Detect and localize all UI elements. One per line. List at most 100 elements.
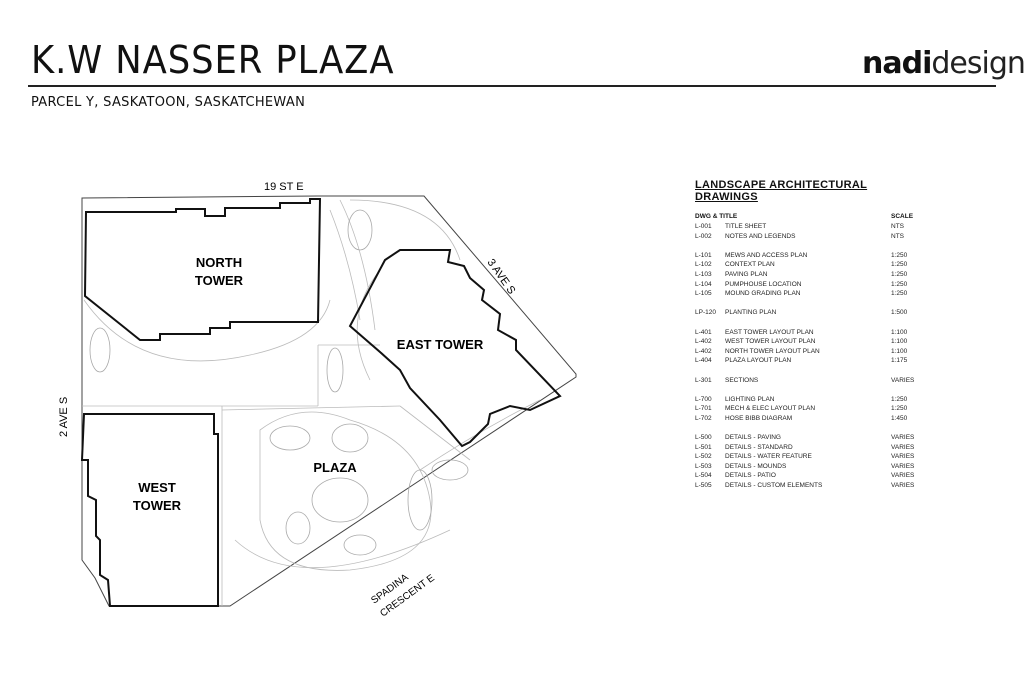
drawing-title: PLANTING PLAN [725,309,777,317]
drawing-scale: VARIES [891,376,915,384]
drawing-title: PUMPHOUSE LOCATION [725,280,802,288]
drawing-scale: NTS [891,223,904,230]
drawing-row: L-501 DETAILS - STANDARD VARIES [695,443,925,453]
drawing-list-heading: LANDSCAPE ARCHITECTURAL DRAWINGS [695,179,868,203]
drawing-code: L-001 [695,223,712,230]
page-subtitle: PARCEL Y, SASKATOON, SASKATCHEWAN [31,95,306,110]
drawing-scale: VARIES [891,443,915,451]
drawing-row: L-402 WEST TOWER LAYOUT PLAN 1:100 [695,337,925,347]
column-scale-header: SCALE [891,213,914,220]
west-tower-label-1: WEST [138,480,176,495]
drawing-code: L-701 [695,405,712,413]
drawing-title: TITLE SHEET [725,223,767,230]
drawing-code: L-301 [695,376,712,384]
drawing-code: L-700 [695,395,712,403]
east-tower-footprint [348,249,562,448]
drawing-title: DETAILS - WATER FEATURE [725,453,812,461]
drawing-title: PLAZA LAYOUT PLAN [725,357,792,365]
drawing-code: L-505 [695,482,712,490]
drawing-code: L-104 [695,280,712,288]
drawing-title: NOTES AND LEGENDS [725,232,796,240]
drawing-scale: 1:100 [891,338,908,346]
drawing-code: L-401 [695,328,712,336]
drawing-code: L-103 [695,270,712,278]
drawing-scale: 1:100 [891,328,908,336]
drawing-title: WEST TOWER LAYOUT PLAN [725,338,816,346]
drawing-code: L-501 [695,443,712,451]
street-label-west: 2 AVE S [58,397,70,437]
drawing-scale: 1:250 [891,395,908,403]
drawing-row: LP-120 PLANTING PLAN 1:500 [695,308,925,318]
drawing-code: L-702 [695,414,712,422]
company-logo: nadidesign [862,46,1024,81]
drawing-title: MECH & ELEC LAYOUT PLAN [725,405,816,413]
drawing-scale: 1:175 [891,357,908,365]
drawing-title: MEWS AND ACCESS PLAN [725,251,808,259]
logo-bold-text: nadi [862,46,932,81]
street-label-east: 3 AVE S [485,257,518,297]
drawing-code: L-504 [695,472,712,480]
drawing-code: L-402 [695,347,712,355]
drawing-code: L-102 [695,261,712,269]
column-title-header: DWG & TITLE [695,213,738,220]
drawing-title: NORTH TOWER LAYOUT PLAN [725,347,820,355]
drawing-scale: 1:250 [891,405,908,413]
drawing-scale: VARIES [891,472,915,480]
drawing-code: L-402 [695,338,712,346]
drawing-code: LP-120 [695,309,716,317]
drawing-scale: 1:250 [891,280,908,288]
group-spacer [695,318,925,328]
header-rule [28,85,996,87]
drawing-title: MOUND GRADING PLAN [725,290,801,298]
group-spacer [695,241,925,251]
drawing-title: SECTIONS [725,376,759,384]
drawing-row: L-404 PLAZA LAYOUT PLAN 1:175 [695,356,925,366]
drawing-scale: 1:250 [891,261,908,269]
drawing-row: L-301 SECTIONS VARIES [695,376,925,386]
drawing-row: L-504 DETAILS - PATIO VARIES [695,471,925,481]
drawing-scale: 1:450 [891,414,908,422]
drawing-title: CONTEXT PLAN [725,261,775,269]
drawing-scale: 1:500 [891,309,908,317]
plaza-mounds [89,209,469,556]
drawing-row: L-702 HOSE BIBB DIAGRAM 1:450 [695,414,925,424]
drawing-title: HOSE BIBB DIAGRAM [725,414,793,422]
drawing-title: DETAILS - MOUNDS [725,462,787,470]
drawing-scale: 1:250 [891,251,908,259]
drawing-row: L-502 DETAILS - WATER FEATURE VARIES [695,452,925,462]
drawing-row: L-102 CONTEXT PLAN 1:250 [695,260,925,270]
drawing-code: L-404 [695,357,712,365]
drawing-code: L-502 [695,453,712,461]
drawing-row: L-104 PUMPHOUSE LOCATION 1:250 [695,280,925,290]
drawing-list: LANDSCAPE ARCHITECTURAL DRAWINGS DWG & T… [695,179,925,491]
drawing-code: L-101 [695,251,712,259]
drawing-scale: 1:250 [891,290,908,298]
drawing-title: DETAILS - PATIO [725,472,776,480]
drawing-title: DETAILS - CUSTOM ELEMENTS [725,482,823,490]
page-title: K.W NASSER PLAZA [31,38,395,82]
group-spacer [695,423,925,433]
drawing-code: L-002 [695,232,712,240]
drawing-code: L-503 [695,462,712,470]
drawing-title: DETAILS - PAVING [725,434,781,442]
east-tower-label: EAST TOWER [397,337,484,352]
drawing-scale: 1:250 [891,270,908,278]
drawing-row: L-001 TITLE SHEET NTS [695,222,925,232]
drawing-scale: 1:100 [891,347,908,355]
drawing-row: L-402 NORTH TOWER LAYOUT PLAN 1:100 [695,347,925,357]
drawing-scale: VARIES [891,453,915,461]
logo-light-text: design [931,46,1024,81]
drawing-title: DETAILS - STANDARD [725,443,793,451]
drawing-scale: VARIES [891,462,915,470]
north-tower-label-1: NORTH [196,255,242,270]
group-spacer [695,299,925,309]
site-boundary [81,195,577,607]
drawing-scale: VARIES [891,434,915,442]
